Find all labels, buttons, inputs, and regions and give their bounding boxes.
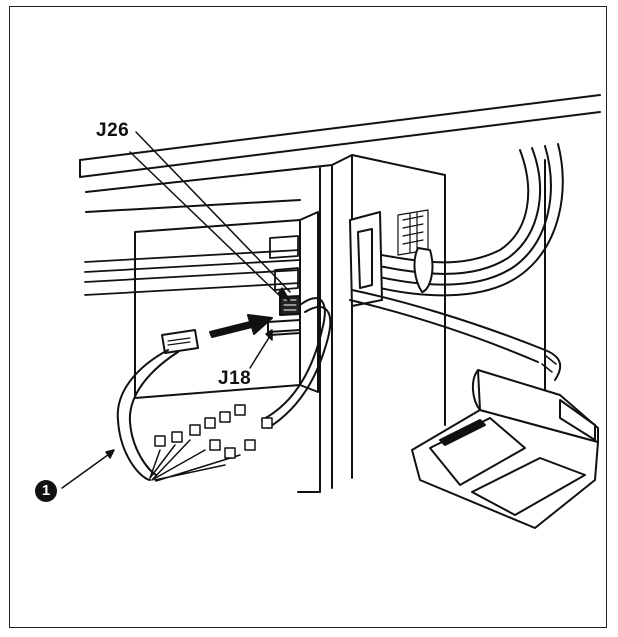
j26-label: J26 bbox=[96, 120, 130, 141]
j26-connector bbox=[279, 295, 301, 316]
table-top bbox=[79, 94, 601, 178]
cable-guide bbox=[349, 211, 383, 307]
j18-label: J18 bbox=[218, 368, 252, 389]
control-box bbox=[85, 154, 446, 493]
callout-1: 1 bbox=[35, 480, 57, 502]
figure-frame bbox=[9, 6, 607, 628]
harness-cable bbox=[116, 297, 332, 481]
plug bbox=[161, 329, 199, 354]
connector-ends bbox=[149, 404, 273, 482]
foot-pedal-unit bbox=[411, 369, 599, 529]
cable-bundle bbox=[355, 143, 564, 297]
rails bbox=[84, 235, 301, 296]
j18-connector bbox=[267, 319, 301, 336]
insertion-arrow bbox=[209, 314, 273, 338]
leader-lines bbox=[61, 131, 291, 489]
pedal-cable bbox=[349, 289, 562, 381]
